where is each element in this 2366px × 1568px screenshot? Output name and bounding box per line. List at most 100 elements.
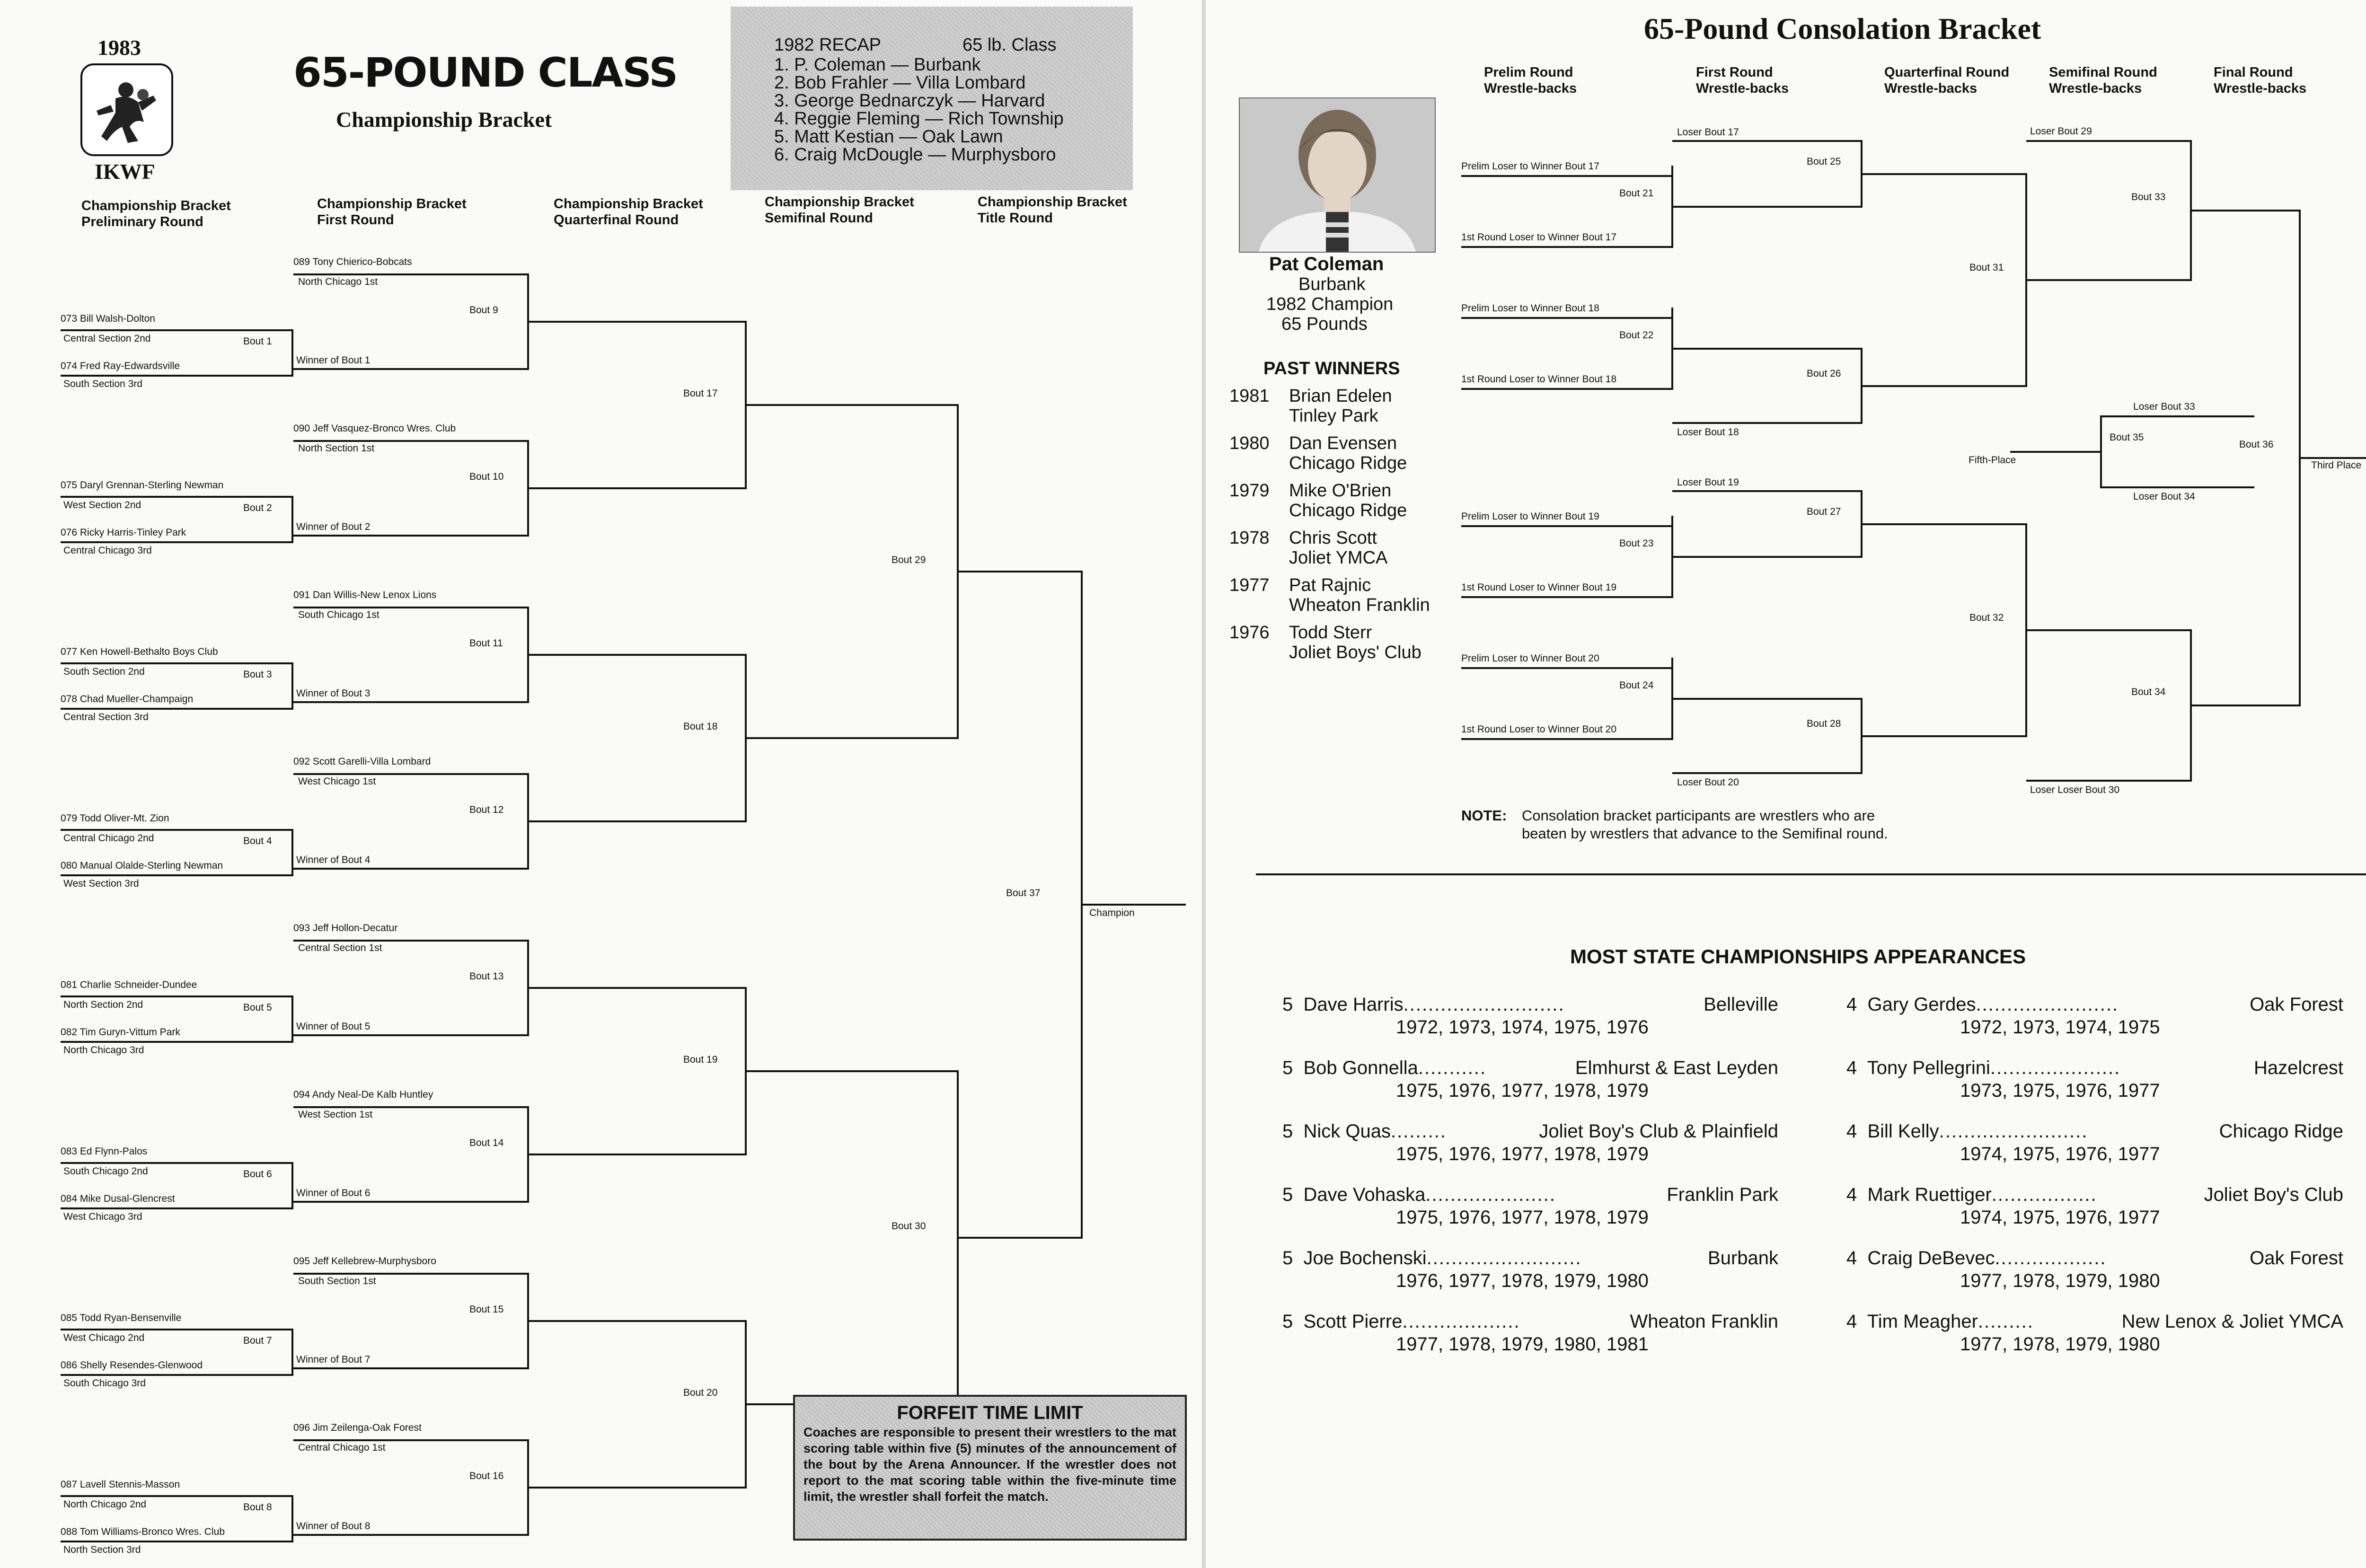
fifth-place-bout: Bout 35 <box>2110 432 2144 443</box>
conso-qf-line-b <box>1862 735 2026 737</box>
winner-line <box>293 368 528 370</box>
prelim-wrestler-a: 079 Todd Oliver-Mt. Zion <box>61 813 169 824</box>
prelim-section-b: West Chicago 3rd <box>63 1211 142 1222</box>
class-subtitle: Championship Bracket <box>336 107 552 132</box>
conso-line-b <box>1461 596 1672 598</box>
col-header-semi-1: Semifinal Round <box>2049 65 2157 80</box>
quarter-line-b <box>528 1154 746 1155</box>
msa-years: 1977, 1978, 1979, 1980 <box>1960 1334 2160 1355</box>
prelim-line-b <box>61 1041 292 1043</box>
past-winners-title: PAST WINNERS <box>1263 359 1400 379</box>
prelim-join <box>291 662 293 710</box>
conso-semi-loser: Loser Bout 29 <box>2030 126 2092 137</box>
msa-name: 4 Tim Meagher <box>1846 1311 1978 1332</box>
prelim-bout: Bout 3 <box>243 669 272 680</box>
prelim-line-b <box>61 375 292 377</box>
msa-club: Chicago Ridge <box>2219 1121 2343 1142</box>
msa-leader-dots: ..................... <box>1990 1057 2121 1078</box>
quarter-line-a <box>528 321 746 323</box>
col-header-first-1: First Round <box>1696 65 1773 80</box>
prelim-line-a <box>61 1162 292 1164</box>
msa-row: 4 Craig DeBevec..................Oak For… <box>1846 1247 2343 1269</box>
winner-label: Winner of Bout 2 <box>296 521 371 532</box>
msa-years: 1977, 1978, 1979, 1980 <box>1960 1270 2160 1291</box>
msa-name: 4 Tony Pellegrini <box>1846 1057 1990 1078</box>
msa-row: 5 Dave Harris..........................B… <box>1282 994 1778 1015</box>
prelim-join <box>291 995 293 1043</box>
semi-line-a <box>746 1070 958 1072</box>
prelim-wrestler-a: 075 Daryl Grennan-Sterling Newman <box>61 480 224 491</box>
msa-name: 5 Bob Gonnella <box>1282 1057 1418 1078</box>
winner-line <box>293 535 528 537</box>
prelim-join <box>291 1329 293 1376</box>
prelim-section-a: South Section 2nd <box>63 666 145 677</box>
conso-line-a <box>1461 317 1672 319</box>
year-label: 1983 <box>97 35 141 60</box>
msa-name: 5 Joe Bochenski <box>1282 1248 1427 1268</box>
prelim-section-a: North Section 2nd <box>63 999 143 1010</box>
page-gutter <box>1202 0 1206 1568</box>
first-round-bout: Bout 10 <box>469 471 504 482</box>
recap-box: 1982 RECAP 65 lb. Class 1. P. Coleman — … <box>731 7 1133 190</box>
seed-line <box>293 607 528 608</box>
conso-qf-line-b <box>1862 385 2026 387</box>
msa-club: Joliet Boy's Club <box>2204 1184 2343 1205</box>
prelim-bout: Bout 8 <box>243 1502 272 1513</box>
first-round-bout: Bout 11 <box>469 638 503 649</box>
seed-line <box>293 940 528 942</box>
forfeit-body: Coaches are responsible to present their… <box>803 1425 1176 1504</box>
conso-winner-line <box>1672 348 1862 350</box>
recap-place-1: 1. P. Coleman — Burbank <box>774 55 981 75</box>
msa-name: 5 Dave Vohaska <box>1282 1184 1426 1205</box>
quarter-bout: Bout 20 <box>683 1387 718 1398</box>
prelim-join <box>291 1162 293 1209</box>
msa-leader-dots: .......................... <box>1403 994 1565 1015</box>
recap-place-3: 3. George Bednarczyk — Harvard <box>774 91 1045 111</box>
seed-line <box>293 1439 528 1441</box>
prelim-join <box>291 329 293 377</box>
msa-years: 1973, 1975, 1976, 1977 <box>1960 1080 2160 1101</box>
right-page: 65-Pound Consolation Bracket Prelim Roun… <box>1206 0 2366 1568</box>
prelim-line-a <box>61 995 292 997</box>
prelim-line-a <box>61 1329 292 1330</box>
msa-leader-dots: ....................... <box>1976 994 2119 1015</box>
champion-line <box>1082 904 1186 906</box>
prelim-line-b <box>61 708 292 710</box>
seed-section: Central Chicago 1st <box>298 1442 386 1453</box>
prelim-line-a <box>61 1495 292 1497</box>
prelim-wrestler-a: 087 Lavell Stennis-Masson <box>61 1479 180 1490</box>
msa-years: 1976, 1977, 1978, 1979, 1980 <box>1396 1270 1649 1291</box>
conso-semi-loser: Loser Loser Bout 30 <box>2030 784 2120 795</box>
prelim-line-b <box>61 1374 292 1376</box>
msa-club: Wheaton Franklin <box>1630 1311 1778 1332</box>
consolation-title: 65-Pound Consolation Bracket <box>1644 12 2041 45</box>
conso-semi-bout: Bout 33 <box>2131 192 2166 203</box>
winner-label: Winner of Bout 7 <box>296 1354 371 1365</box>
prelim-section-b: North Chicago 3rd <box>63 1045 144 1056</box>
conso-bout: Bout 24 <box>1619 680 1654 691</box>
winner-line <box>293 701 528 703</box>
fifth-place-bottom: Loser Bout 34 <box>2133 491 2195 502</box>
prelim-section-a: Central Section 2nd <box>63 333 151 344</box>
left-page: 1983 IKWF 65-POUND CLASS Championship Br… <box>61 7 1187 1555</box>
conso-winner-line <box>1672 698 1862 700</box>
conso-final-line-a <box>2191 210 2300 211</box>
msa-name: 4 Gary Gerdes <box>1846 994 1976 1015</box>
conso-semi-winner-line <box>2026 629 2191 631</box>
conso-winner-line <box>1672 206 1862 208</box>
conso-qf-bout: Bout 31 <box>1969 262 2004 273</box>
msa-leader-dots: ......... <box>1390 1121 1447 1142</box>
conso-qf-line-a <box>1862 523 2026 525</box>
seed-name: 094 Andy Neal-De Kalb Huntley <box>293 1089 433 1100</box>
prelim-wrestler-a: 077 Ken Howell-Bethalto Boys Club <box>61 646 218 657</box>
winner-label: Winner of Bout 4 <box>296 854 371 865</box>
round-header-title-2: Title Round <box>978 211 1053 226</box>
past-winner-year: 1981 <box>1229 386 1270 406</box>
msa-leader-dots: ................. <box>1991 1184 2097 1205</box>
past-winner-club: Chicago Ridge <box>1289 501 1407 520</box>
msa-years: 1972, 1973, 1974, 1975, 1976 <box>1396 1017 1649 1038</box>
seed-section: North Chicago 1st <box>298 276 378 287</box>
round-header-first-2: First Round <box>317 212 394 228</box>
conso-first-entry: 1st Round Loser to Winner Bout 20 <box>1461 724 1617 735</box>
msa-name: 5 Nick Quas <box>1282 1121 1391 1142</box>
